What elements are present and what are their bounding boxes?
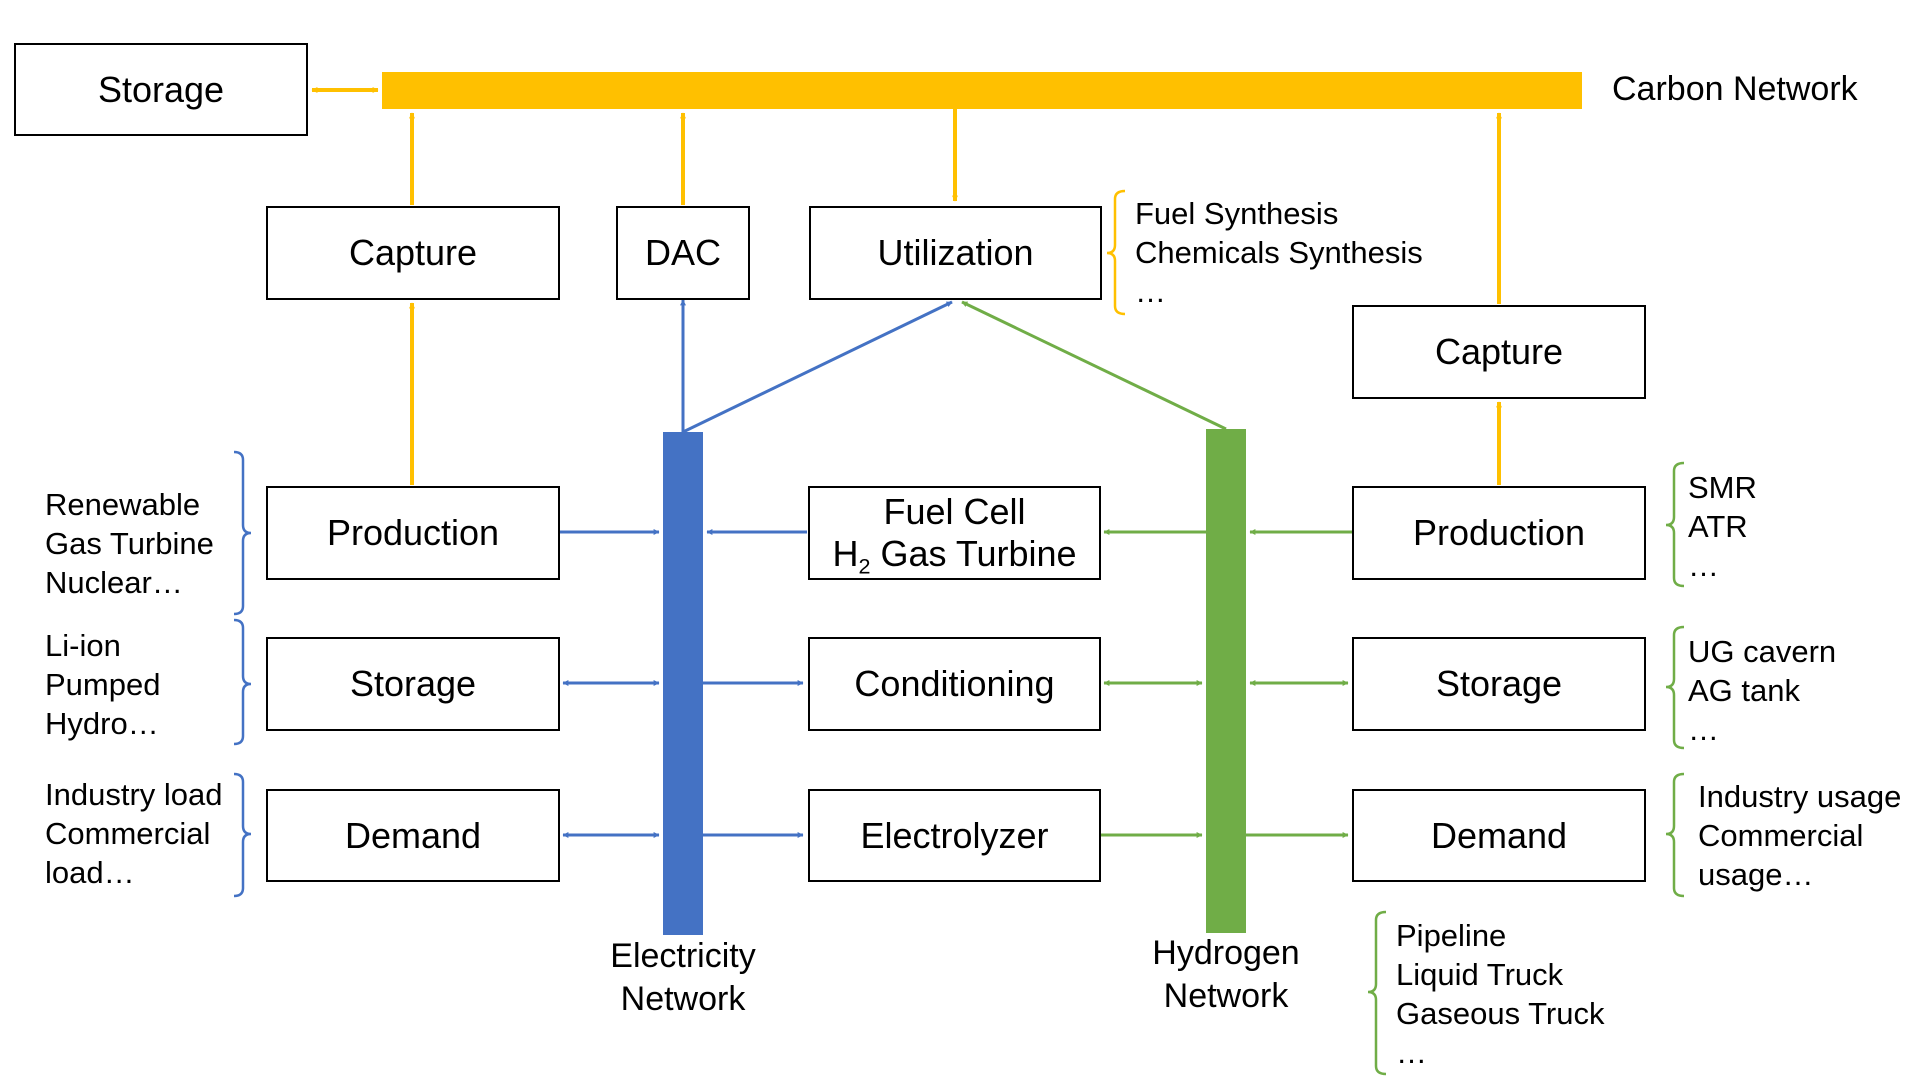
utilization-note: Fuel Synthesis xyxy=(1135,196,1339,231)
electricity-network-bar xyxy=(663,432,703,935)
electricity-production-label: Production xyxy=(326,512,500,554)
hydrogen-network-label: Hydrogen Network xyxy=(1152,934,1300,1015)
h2-production-notes-brace xyxy=(1665,461,1685,588)
hydrogen-demand-box: Demand xyxy=(1352,789,1646,882)
h2-gas-turbine-label: H2 Gas Turbine xyxy=(832,533,1077,579)
h2-demand-note: usage… xyxy=(1698,857,1814,892)
hydrogen-production-box: Production xyxy=(1352,486,1646,580)
demand-notes-brace xyxy=(233,772,252,898)
hydrogen-network-bar xyxy=(1206,429,1246,933)
electricity-storage-box: Storage xyxy=(266,637,560,731)
dac-box: DAC xyxy=(616,206,750,300)
fuel-cell-label: Fuel Cell xyxy=(883,491,1026,532)
h2-demand-notes-brace xyxy=(1665,772,1685,898)
fuel-cell-box: Fuel Cell H2 Gas Turbine xyxy=(808,486,1101,580)
transport-note: Liquid Truck xyxy=(1396,957,1564,992)
hydrogen-storage-label: Storage xyxy=(1435,663,1563,705)
h2-production-note: ATR xyxy=(1688,509,1748,544)
hydrogen-demand-label: Demand xyxy=(1430,814,1568,856)
capture-box: Capture xyxy=(266,206,560,300)
demand-notes: Industry load Commercial load… xyxy=(45,775,223,892)
h2-storage-note: AG tank xyxy=(1688,673,1800,708)
utilization-note: … xyxy=(1135,274,1166,309)
h2-storage-note: UG cavern xyxy=(1688,634,1837,669)
conditioning-box: Conditioning xyxy=(808,637,1101,731)
electricity-production-box: Production xyxy=(266,486,560,580)
capture-right-label: Capture xyxy=(1434,331,1564,373)
carbon-network-label: Carbon Network xyxy=(1612,70,1858,108)
electrolyzer-box: Electrolyzer xyxy=(808,789,1101,882)
electricity-storage-label: Storage xyxy=(349,663,477,705)
electrolyzer-label: Electrolyzer xyxy=(860,814,1049,856)
h2-demand-note: Industry usage xyxy=(1698,779,1902,814)
transport-notes-brace xyxy=(1367,910,1387,1076)
utilization-notes: Fuel Synthesis Chemicals Synthesis … xyxy=(1135,194,1423,311)
transport-note: Pipeline xyxy=(1396,918,1507,953)
h2-demand-notes: Industry usage Commercial usage… xyxy=(1698,777,1901,894)
h2-storage-notes-brace xyxy=(1665,625,1685,750)
utilization-notes-brace xyxy=(1106,189,1126,316)
storage-note: Li-ion xyxy=(45,628,121,663)
h2-production-note: SMR xyxy=(1688,470,1757,505)
capture-label: Capture xyxy=(348,232,478,274)
h2-production-notes: SMR ATR … xyxy=(1688,468,1757,585)
storage-note: Pumped xyxy=(45,667,161,702)
utilization-box: Utilization xyxy=(809,206,1102,300)
hydrogen-to-utilization-arrow xyxy=(961,300,1227,431)
h2-demand-note: Commercial xyxy=(1698,818,1864,853)
production-note: Gas Turbine xyxy=(45,526,214,561)
h2-production-note: … xyxy=(1688,548,1719,583)
dac-label: DAC xyxy=(644,232,721,274)
h2-storage-notes: UG cavern AG tank … xyxy=(1688,632,1836,749)
transport-note: Gaseous Truck xyxy=(1396,996,1605,1031)
production-notes: Renewable Gas Turbine Nuclear… xyxy=(45,485,214,602)
demand-note: Commercial xyxy=(45,816,211,851)
production-notes-brace xyxy=(233,450,252,616)
electricity-demand-box: Demand xyxy=(266,789,560,882)
carbon-network-bar xyxy=(382,72,1582,109)
storage-note: Hydro… xyxy=(45,706,159,741)
transport-note: … xyxy=(1396,1035,1427,1070)
carbon-storage-box: Storage xyxy=(14,43,308,136)
demand-note: Industry load xyxy=(45,777,223,812)
capture-right-box: Capture xyxy=(1352,305,1646,399)
conditioning-label: Conditioning xyxy=(854,663,1055,705)
production-note: Renewable xyxy=(45,487,201,522)
transport-notes: Pipeline Liquid Truck Gaseous Truck … xyxy=(1396,916,1604,1072)
utilization-label: Utilization xyxy=(877,232,1034,274)
hydrogen-storage-box: Storage xyxy=(1352,637,1646,731)
hydrogen-production-label: Production xyxy=(1412,512,1586,554)
electricity-demand-label: Demand xyxy=(344,814,482,856)
utilization-note: Chemicals Synthesis xyxy=(1135,235,1423,270)
h2-storage-note: … xyxy=(1688,712,1719,747)
storage-notes-brace xyxy=(233,618,252,746)
demand-note: load… xyxy=(45,855,135,890)
storage-notes: Li-ion Pumped Hydro… xyxy=(45,626,160,743)
electricity-network-label: Electricity Network xyxy=(610,937,756,1018)
production-note: Nuclear… xyxy=(45,565,183,600)
electricity-to-utilization-arrow xyxy=(682,300,953,434)
carbon-storage-label: Storage xyxy=(97,68,225,110)
